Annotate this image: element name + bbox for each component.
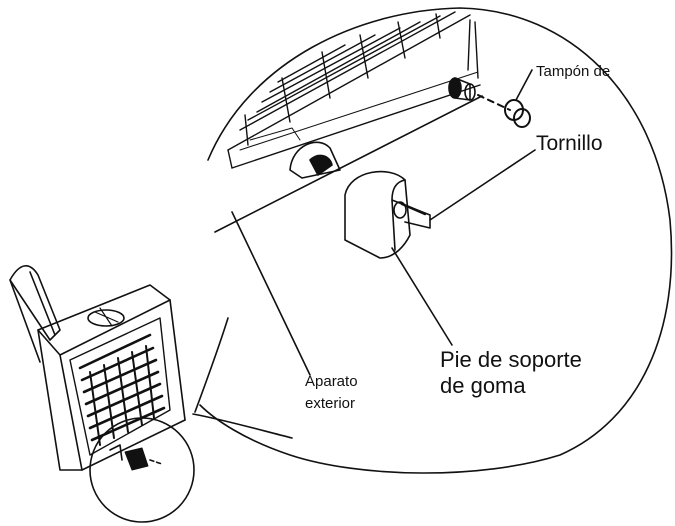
rubber-foot-icon: [344, 170, 431, 259]
wall-baseline: [214, 95, 483, 233]
magnified-detail-circle: [192, 7, 673, 474]
tornillo-leader-line: [429, 149, 536, 221]
tampon-label: Tampón de: [536, 63, 611, 80]
aparato-label-line2: exterior: [305, 395, 356, 412]
rubber-foot-back-icon: [289, 141, 341, 179]
pie-label-line1: Pie de soporte: [440, 347, 582, 372]
aparato-label-line1: Aparato: [305, 373, 358, 390]
detail-callout-circle: [89, 417, 195, 523]
outdoor-unit-icon: [9, 265, 186, 471]
pie-leader-line: [391, 247, 453, 346]
screw-cap-icon: [448, 77, 511, 111]
pie-label-line2: de goma: [440, 373, 526, 398]
wall-grille: [227, 11, 481, 169]
aparato-leader-line: [231, 211, 311, 376]
tornillo-label: Tornillo: [536, 132, 603, 155]
washer-icon: [504, 69, 533, 128]
